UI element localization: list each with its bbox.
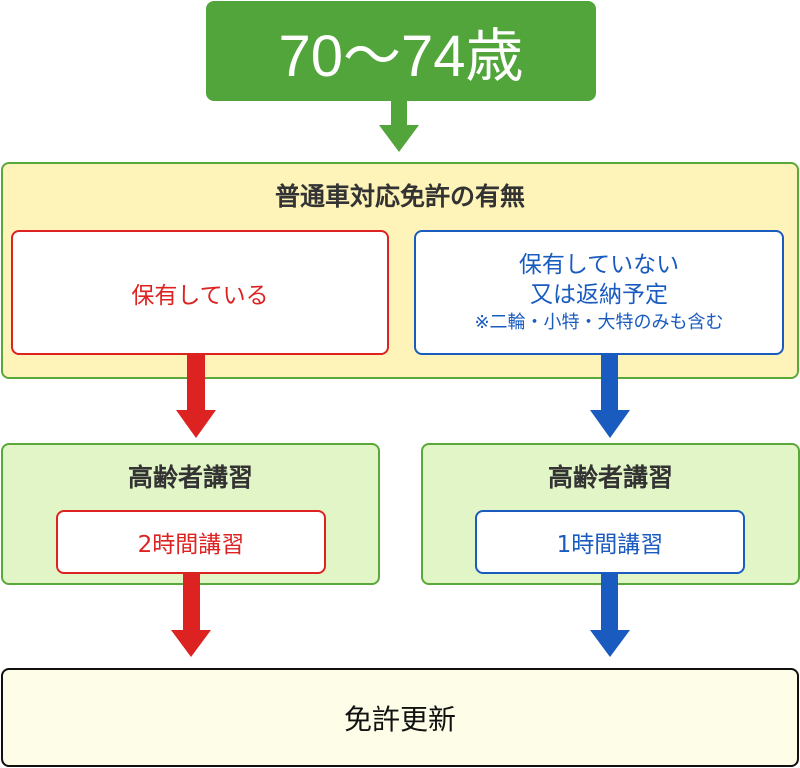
option-no-license-line2: 又は返納予定 [530, 281, 668, 308]
license-panel-title: 普通車対応免許の有無 [0, 178, 800, 212]
lecture-2h-label: 2時間講習 [137, 532, 245, 558]
option-no-license-line1: 保有していない [518, 251, 680, 278]
arrow-2h-to-renewal [171, 574, 211, 657]
lecture-1h-label: 1時間講習 [556, 532, 664, 558]
lecture-right-title-text: 高齢者講習 [547, 463, 673, 492]
license-renewal-box: 免許更新 [1, 668, 799, 767]
lecture-right-title: 高齢者講習 [421, 457, 800, 495]
down-arrow-icon [379, 101, 419, 152]
lecture-1h-box: 1時間講習 [475, 510, 745, 574]
lecture-2h-box: 2時間講習 [56, 510, 326, 574]
option-has-license-label: 保有している [131, 282, 269, 309]
age-range-label: 70〜74歳 [278, 24, 524, 89]
option-no-license-note: ※二輪・小特・大特のみも含む [474, 311, 724, 333]
option-no-license: 保有していない 又は返納予定 ※二輪・小特・大特のみも含む [414, 230, 784, 355]
lecture-left-title: 高齢者講習 [1, 457, 380, 495]
license-renewal-label: 免許更新 [343, 702, 456, 736]
age-range-box: 70〜74歳 [206, 1, 596, 101]
lecture-left-title-text: 高齢者講習 [127, 463, 253, 492]
arrow-1h-to-renewal [590, 574, 630, 657]
arrow-green [379, 101, 419, 152]
option-has-license: 保有している [11, 230, 389, 355]
license-title-text: 普通車対応免許の有無 [274, 182, 525, 211]
